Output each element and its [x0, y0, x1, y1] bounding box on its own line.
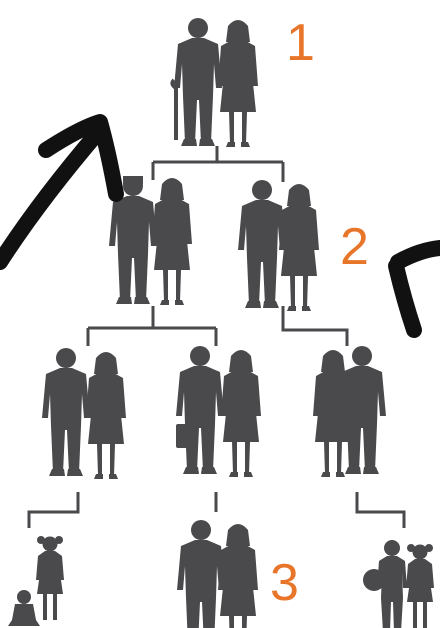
- briefcase-icon: [176, 424, 188, 448]
- connector-coupleA-children: [86, 306, 218, 346]
- generation-3-label: 3: [270, 554, 299, 612]
- person-silhouette-icon: [279, 184, 319, 311]
- generation-2-couple-right: [238, 180, 319, 311]
- connector-coupleB-children: [281, 306, 349, 346]
- hand-drawn-arrow-icon: [0, 114, 124, 270]
- person-silhouette-icon: [86, 352, 126, 479]
- generation-3-couple-middle: [176, 346, 261, 477]
- tree-connectors: [27, 146, 406, 528]
- person-silhouette-icon: [152, 178, 192, 305]
- person-silhouette-icon: [36, 536, 64, 620]
- ball-icon: [363, 569, 385, 591]
- person-silhouette-icon: [406, 544, 434, 628]
- person-silhouette-icon: [238, 180, 286, 308]
- generation-2-couple-left: [109, 176, 192, 305]
- person-silhouette-icon: [221, 350, 261, 477]
- person-silhouette-icon: [218, 524, 258, 628]
- generation-2-label: 2: [340, 218, 369, 276]
- generation-4-left-children: [8, 536, 64, 626]
- generation-3-couple-right: [313, 346, 386, 477]
- hat-icon: [123, 176, 143, 184]
- person-silhouette-icon: [8, 590, 40, 626]
- connector-right-grandchildren: [355, 492, 406, 528]
- person-silhouette-icon: [42, 348, 90, 476]
- cane-icon: [170, 78, 178, 140]
- connector-left-grandchildren: [27, 492, 80, 528]
- generation-1-label: 1: [286, 14, 315, 72]
- person-silhouette-icon: [177, 520, 225, 628]
- connector-gen1-gen2: [151, 146, 285, 182]
- generation-4-middle-teens: [177, 520, 258, 628]
- person-silhouette-icon: [176, 346, 224, 474]
- generation-3-couple-left: [42, 348, 126, 479]
- hand-drawn-arrow-icon: [388, 240, 440, 338]
- person-silhouette-icon: [174, 18, 222, 146]
- person-silhouette-icon: [218, 20, 258, 147]
- generation-1-couple: [170, 18, 258, 147]
- generation-4-right-children: [363, 540, 434, 628]
